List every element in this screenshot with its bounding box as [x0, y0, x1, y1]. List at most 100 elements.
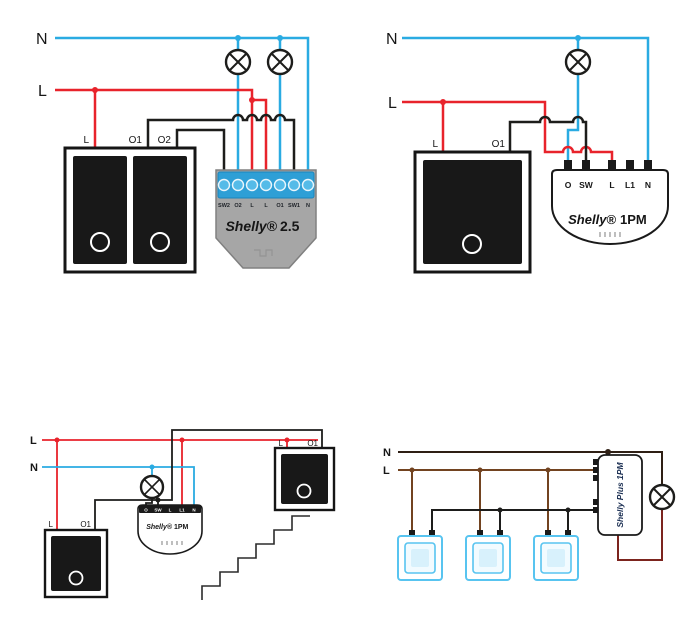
- junction-dot: [277, 35, 283, 41]
- terminal-connector: [593, 459, 598, 465]
- switch-rocker: [423, 160, 522, 264]
- terminal-block: [139, 505, 201, 513]
- junction-dot: [477, 467, 483, 473]
- device-terminal-label: N: [306, 203, 310, 209]
- neutral-wire: [402, 35, 650, 160]
- junction-dot: [497, 507, 503, 513]
- live-wire: [402, 99, 614, 160]
- switch-rocker: [411, 549, 429, 567]
- terminal-screw: [273, 178, 287, 192]
- switch-rocker: [479, 549, 497, 567]
- switch-rocker-left: [73, 156, 127, 264]
- terminal-screw: [245, 178, 259, 192]
- shelly-plus-1pm-device: Shelly Plus 1PM: [593, 454, 643, 536]
- antenna-mark: [254, 249, 273, 257]
- neutral-wire: [42, 464, 195, 505]
- switch-terminal-label: O2: [158, 135, 172, 146]
- wall-switch-lower: L O1: [43, 520, 109, 599]
- terminal-connector: [593, 499, 598, 505]
- device-terminal-label: L: [250, 203, 254, 209]
- light-switch: [397, 530, 443, 581]
- output-wire: [617, 509, 663, 561]
- junction-dot: [149, 464, 155, 470]
- vent-grille: [599, 232, 621, 237]
- terminal-screw: [259, 178, 273, 192]
- device-terminal-label: SW: [579, 180, 594, 190]
- switch-rocker: [281, 454, 328, 504]
- wall-switch-upper: L O1: [273, 439, 336, 512]
- switch-terminal-label: O1: [129, 135, 143, 146]
- switch-button-mark: [462, 234, 482, 254]
- switch-terminal-label: O1: [492, 139, 506, 150]
- device-brand-logo: Shelly Plus 1PM: [615, 461, 625, 527]
- device-body: [551, 169, 669, 245]
- shelly-25-device: SW2 O2 L L O1 SW1 N Shelly® 2.5: [215, 169, 317, 269]
- switched-wire: [146, 113, 296, 173]
- vent-grille: [161, 541, 183, 545]
- switch-terminal-label: O1: [80, 520, 91, 529]
- junction-dot: [440, 99, 446, 105]
- terminal-connector: [545, 530, 551, 536]
- live-wire: [55, 87, 268, 173]
- switch-terminal-label: O1: [307, 439, 318, 448]
- terminal-connector: [429, 530, 435, 536]
- device-model-label: 1PM: [174, 524, 189, 531]
- switch-button-mark: [150, 232, 170, 252]
- terminal-connector: [626, 160, 634, 171]
- diagram-staircase-1pm: L N L O1: [30, 429, 336, 600]
- terminal-screw: [217, 178, 231, 192]
- terminal-connector: [497, 530, 503, 536]
- diagram-plus-1pm: N L: [383, 447, 676, 581]
- switched-wire: [508, 115, 588, 160]
- neutral-line-label: N: [30, 462, 38, 474]
- switch-sense-wire: [431, 507, 593, 531]
- neutral-line-label: N: [383, 447, 391, 459]
- live-wire: [42, 437, 318, 530]
- diagram-shelly-25: N L: [36, 31, 317, 274]
- device-body: [597, 454, 643, 536]
- lamp-icon: [266, 48, 294, 76]
- terminal-connector: [608, 160, 616, 171]
- junction-dot: [155, 497, 161, 503]
- terminal-connector: [565, 530, 571, 536]
- device-terminal-label: L: [264, 203, 268, 209]
- lamp-icon: [139, 474, 165, 500]
- terminal-connector: [644, 160, 652, 171]
- device-terminal-label: N: [645, 180, 651, 190]
- shelly-1pm-device: O SW L L1 N Shelly® 1PM: [551, 160, 669, 245]
- shelly-1pm-mini-device: O SW L L1 N Shelly® 1PM: [137, 504, 203, 555]
- terminal-connector: [564, 160, 572, 171]
- device-terminal-label: L: [609, 180, 614, 190]
- junction-dot: [92, 87, 98, 93]
- junction-dot: [409, 467, 415, 473]
- wall-switch: L O1: [413, 139, 532, 274]
- lamp-icon: [224, 48, 252, 76]
- switch-terminal-label: L: [49, 520, 54, 529]
- live-line-label: L: [383, 465, 390, 477]
- neutral-line-label: N: [36, 31, 48, 48]
- terminal-screw: [231, 178, 245, 192]
- junction-dot: [249, 97, 255, 103]
- device-terminal-label: O2: [234, 203, 241, 209]
- switch-rocker-right: [133, 156, 187, 264]
- lamp-icon: [648, 483, 676, 511]
- switch-terminal-label: L: [279, 439, 284, 448]
- switch-button-mark: [296, 483, 312, 499]
- junction-dot: [545, 467, 551, 473]
- device-terminal-label: L: [169, 508, 172, 513]
- junction-dot: [575, 35, 581, 41]
- device-terminal-label: L1: [625, 180, 635, 190]
- staircase-drawing: [201, 515, 310, 600]
- device-brand-logo: Shelly®: [568, 212, 616, 227]
- live-line-label: L: [388, 95, 397, 112]
- switched-wire: [94, 429, 323, 530]
- device-brand-logo: Shelly®: [225, 218, 277, 234]
- device-brand-logo: Shelly®: [146, 523, 173, 531]
- switch-terminal-label: L: [83, 135, 89, 146]
- junction-dot: [235, 35, 241, 41]
- terminal-connector: [593, 507, 598, 513]
- device-terminal-label: O1: [276, 203, 283, 209]
- junction-dot: [565, 507, 571, 513]
- diagram-shelly-1pm: N L L O1: [386, 31, 669, 274]
